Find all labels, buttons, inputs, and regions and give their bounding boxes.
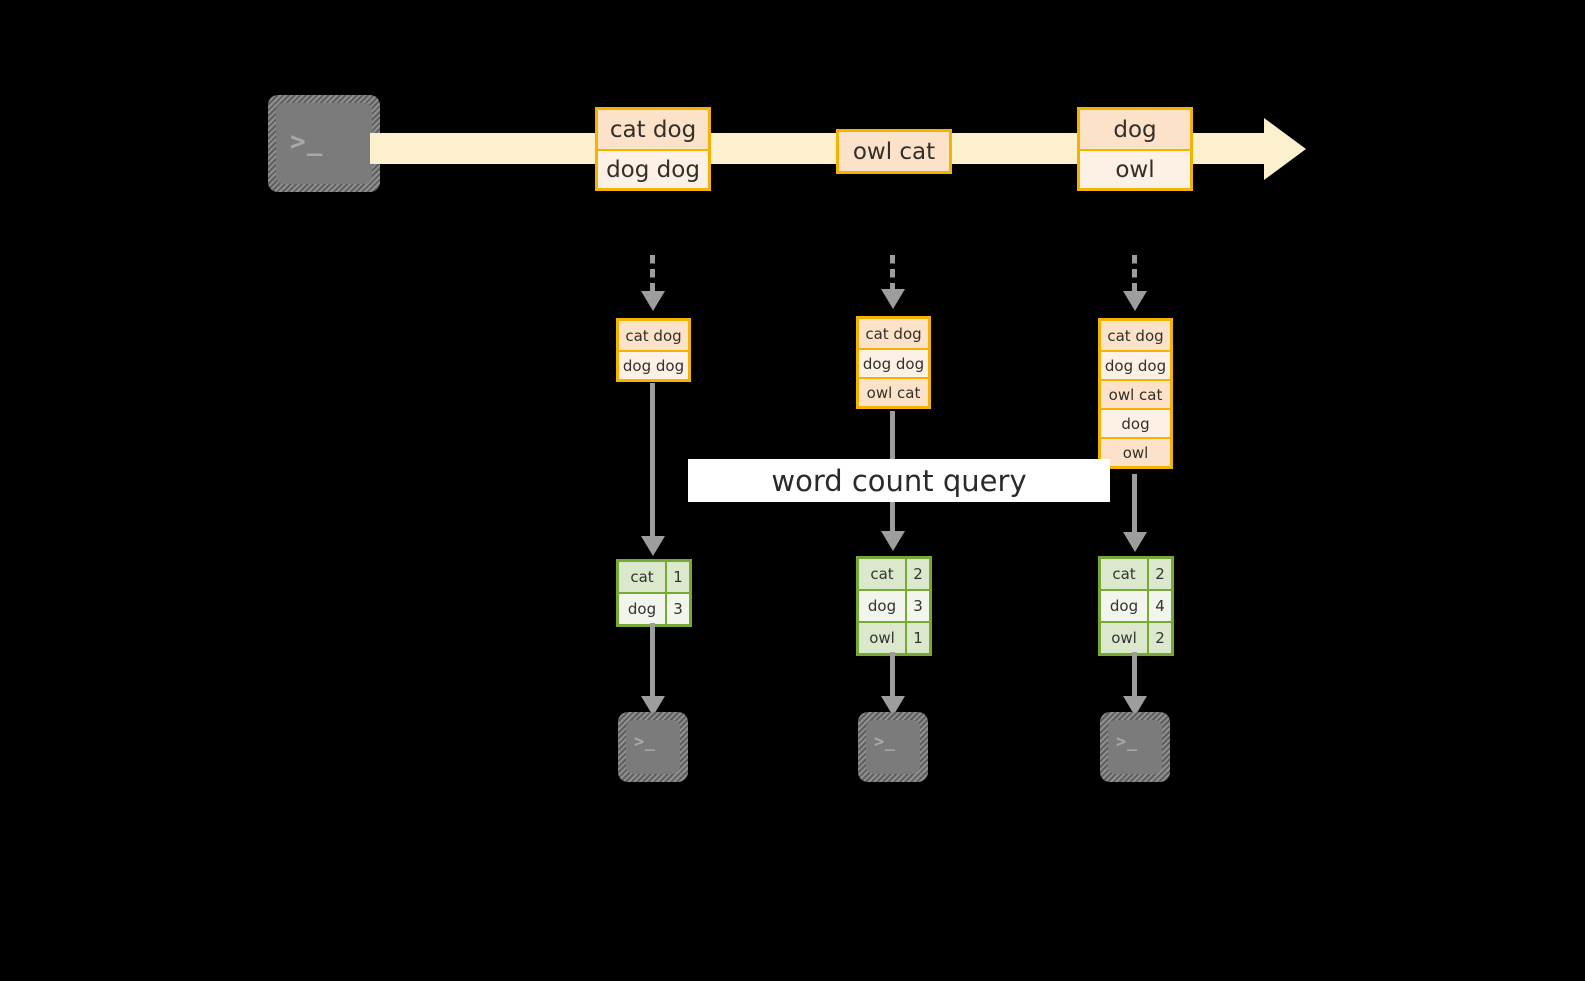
table-row: dog 4 (1101, 589, 1171, 621)
terminal-prompt-glyph: >_ (634, 732, 656, 752)
arrow-head (641, 696, 665, 716)
terminal-prompt-glyph: >_ (874, 732, 896, 752)
snapshot-record: dog dog (859, 348, 928, 377)
result-to-sink-connector (650, 623, 655, 698)
count-cell: 2 (1147, 559, 1171, 589)
snapshot-1-result-table: cat 1 dog 3 (616, 559, 692, 627)
count-cell: 4 (1147, 591, 1171, 621)
snapshot-3-stack: cat dog dog dog owl cat dog owl (1098, 318, 1173, 469)
query-banner-label: word count query (771, 463, 1027, 498)
arrow-head (1123, 696, 1147, 716)
snapshot-record: owl cat (859, 377, 928, 406)
terminal-icon-sink-3: >_ (1100, 712, 1170, 782)
arrow-head (881, 289, 905, 309)
table-row: cat 1 (619, 562, 689, 592)
table-row: cat 2 (859, 559, 929, 589)
word-cell: dog (619, 594, 665, 624)
stream-record: cat dog (598, 110, 708, 149)
count-cell: 3 (665, 594, 689, 624)
result-to-sink-connector (1132, 652, 1137, 698)
terminal-icon-source: >_ (268, 95, 380, 192)
snapshot-record: owl (1101, 437, 1170, 466)
stream-group-1: cat dog dog dog (595, 107, 711, 191)
snapshot-record: cat dog (619, 321, 688, 350)
count-cell: 1 (905, 623, 929, 653)
snapshot-3-result-table: cat 2 dog 4 owl 2 (1098, 556, 1174, 656)
arrow-head (641, 291, 665, 311)
count-cell: 3 (905, 591, 929, 621)
terminal-prompt-glyph: >_ (290, 127, 324, 157)
table-row: owl 1 (859, 621, 929, 653)
snapshot-2-stack: cat dog dog dog owl cat (856, 316, 931, 409)
snapshot-record: owl cat (1101, 379, 1170, 408)
stream-group-2: owl cat (836, 129, 952, 174)
arrow-head (1123, 532, 1147, 552)
word-cell: owl (1101, 623, 1147, 653)
dashed-connector (650, 255, 655, 293)
table-row: owl 2 (1101, 621, 1171, 653)
word-cell: cat (859, 559, 905, 589)
stream-record: dog (1080, 110, 1190, 149)
table-row: dog 3 (619, 592, 689, 624)
table-row: cat 2 (1101, 559, 1171, 589)
stream-group-3: dog owl (1077, 107, 1193, 191)
count-cell: 1 (665, 562, 689, 592)
dashed-connector (890, 255, 895, 291)
terminal-screen: >_ (1108, 720, 1162, 774)
stream-arrow-head (1264, 118, 1306, 180)
snapshot-record: dog dog (619, 350, 688, 379)
query-banner: word count query (688, 459, 1110, 502)
terminal-prompt-glyph: >_ (1116, 732, 1138, 752)
stream-record: owl (1080, 149, 1190, 188)
count-cell: 2 (905, 559, 929, 589)
word-cell: dog (859, 591, 905, 621)
arrow-head (881, 531, 905, 551)
arrow-head (881, 696, 905, 716)
snapshot-record: dog dog (1101, 350, 1170, 379)
terminal-screen: >_ (866, 720, 920, 774)
terminal-screen: >_ (626, 720, 680, 774)
snapshot-record: cat dog (859, 319, 928, 348)
table-row: dog 3 (859, 589, 929, 621)
result-to-sink-connector (890, 652, 895, 698)
snapshot-2-result-table: cat 2 dog 3 owl 1 (856, 556, 932, 656)
arrow-head (641, 536, 665, 556)
terminal-icon-sink-2: >_ (858, 712, 928, 782)
word-cell: cat (619, 562, 665, 592)
stream-record: dog dog (598, 149, 708, 188)
arrow-head (1123, 291, 1147, 311)
snapshot-record: cat dog (1101, 321, 1170, 350)
snapshot-1-stack: cat dog dog dog (616, 318, 691, 382)
stream-record: owl cat (839, 132, 949, 171)
word-cell: cat (1101, 559, 1147, 589)
count-cell: 2 (1147, 623, 1171, 653)
word-cell: owl (859, 623, 905, 653)
terminal-icon-sink-1: >_ (618, 712, 688, 782)
snapshot-to-result-connector (1132, 474, 1137, 534)
snapshot-to-result-connector (650, 383, 655, 538)
snapshot-record: dog (1101, 408, 1170, 437)
word-cell: dog (1101, 591, 1147, 621)
terminal-screen: >_ (276, 103, 372, 184)
dashed-connector (1132, 255, 1137, 293)
